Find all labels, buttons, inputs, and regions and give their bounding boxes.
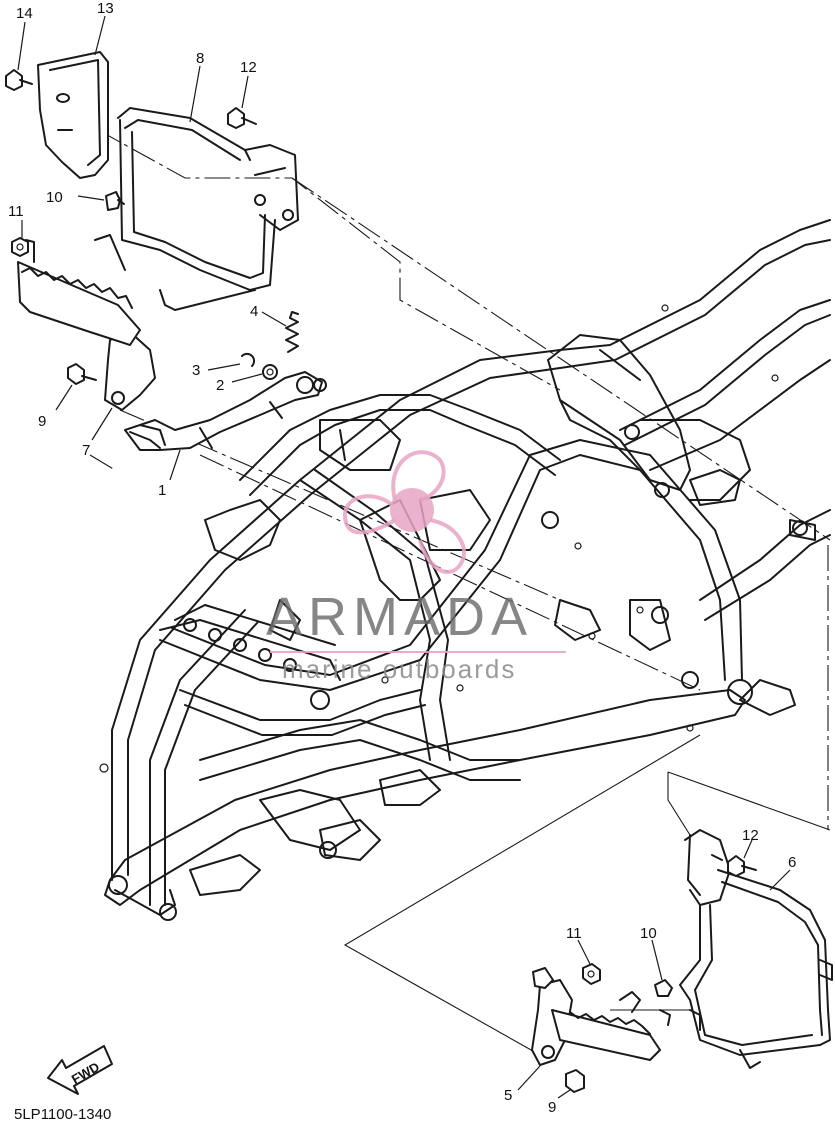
footrest-bracket-5 — [531, 967, 573, 1066]
footpeg-right — [551, 991, 671, 1061]
footrest-bracket-7 — [104, 331, 156, 411]
callout-2: 2 — [216, 377, 224, 394]
callout-labels: 14 13 8 12 10 11 4 3 2 9 7 1 12 6 11 10 … — [8, 0, 796, 1116]
washer-2 — [262, 364, 278, 380]
callout-12-top: 12 — [240, 59, 257, 76]
bolt-10-top — [105, 191, 125, 211]
callout-12-bottom: 12 — [742, 827, 759, 844]
nut-11-bottom — [582, 963, 601, 985]
callout-3: 3 — [192, 362, 200, 379]
callout-1: 1 — [158, 482, 166, 499]
fwd-arrow-icon: FWD — [47, 1045, 113, 1095]
watermark-tagline: marine outboards — [282, 654, 516, 684]
bolt-9-bottom — [565, 1069, 585, 1093]
watermark-brand: ARMADA — [266, 587, 533, 647]
bolt-9-top — [67, 363, 97, 385]
spring-4 — [285, 311, 299, 353]
bolt-10-bottom — [654, 979, 673, 997]
bolt-12-top — [227, 107, 257, 129]
callout-9-top: 9 — [38, 413, 46, 430]
brake-pedal-1 — [124, 371, 327, 451]
callout-10-top: 10 — [46, 189, 63, 206]
heel-guard-13 — [37, 51, 109, 179]
guard-bracket-8 — [94, 107, 299, 311]
callout-10-bottom: 10 — [640, 925, 657, 942]
callout-14-top: 14 — [16, 5, 33, 22]
callout-11-bottom: 11 — [566, 925, 582, 942]
footpeg-left — [17, 239, 141, 346]
callout-7: 7 — [82, 442, 90, 459]
callout-4: 4 — [250, 303, 258, 320]
armada-watermark: ARMADA marine outboards — [266, 450, 566, 684]
main-frame — [99, 219, 831, 921]
callout-9-bottom: 9 — [548, 1099, 556, 1116]
bolt-12-bottom — [727, 855, 757, 877]
callout-8: 8 — [196, 50, 204, 67]
callout-6: 6 — [788, 854, 796, 871]
callout-5: 5 — [504, 1087, 512, 1104]
callout-11-top: 11 — [8, 203, 24, 220]
diagram-code: 5LP1100-1340 — [14, 1106, 111, 1123]
armada-logo-icon — [342, 450, 467, 574]
bolt-14 — [5, 69, 33, 91]
guard-bracket-6 — [679, 829, 833, 1069]
callout-13: 13 — [97, 0, 114, 17]
clip-3 — [241, 352, 256, 367]
nut-11-top — [11, 237, 29, 257]
leader-lines — [17, 15, 791, 1099]
